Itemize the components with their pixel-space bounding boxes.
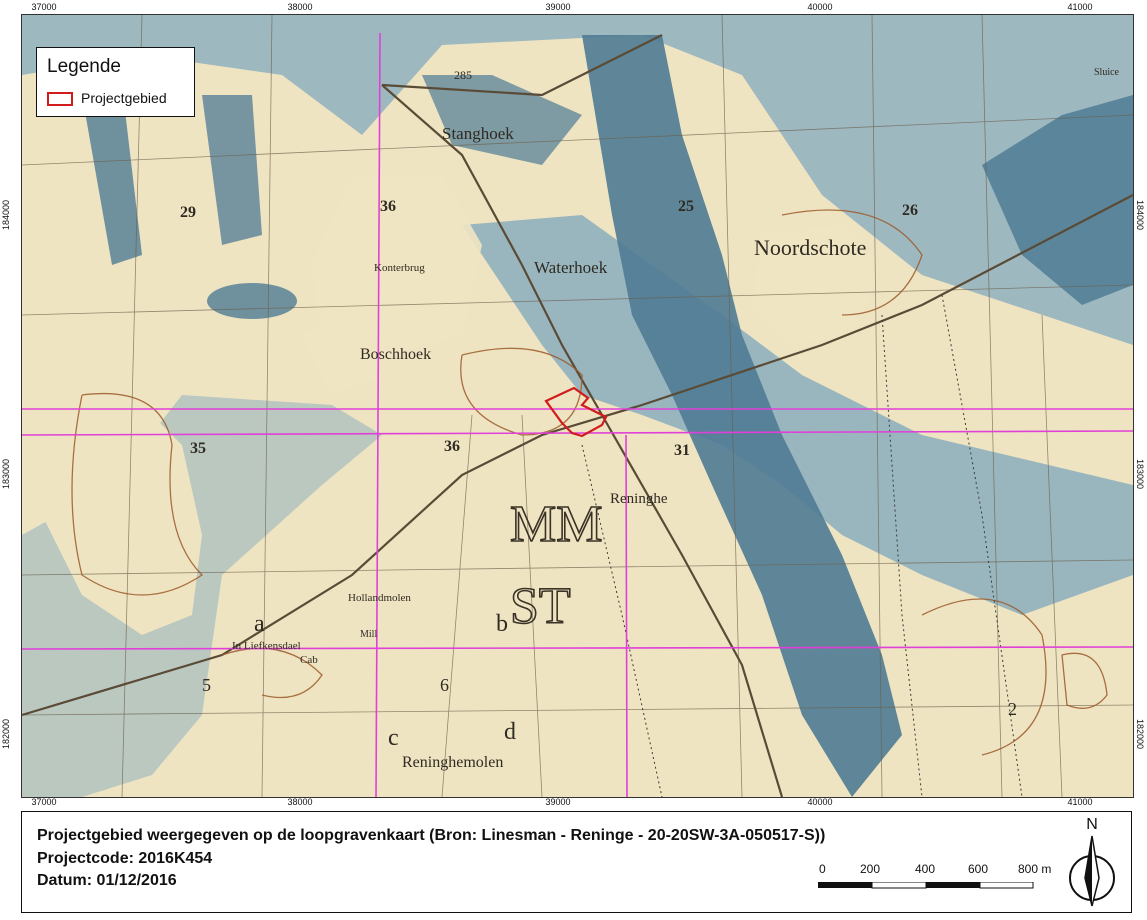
grid-line-h: [22, 646, 1133, 650]
place-label: Noordschote: [754, 235, 866, 260]
contour-lines: [71, 209, 1108, 756]
grid-number: 2: [1008, 699, 1017, 719]
bottom-tick: 38000: [287, 797, 313, 807]
grid-number: 5: [202, 675, 211, 695]
dotted-tracks: [581, 294, 1023, 797]
right-tick: 184000: [1135, 199, 1146, 231]
project-area-swatch: [47, 92, 73, 106]
top-tick: 41000: [1067, 2, 1093, 12]
north-arrow: N: [1064, 816, 1120, 910]
right-tick: 182000: [1135, 718, 1146, 750]
flood-channel-ne: [982, 95, 1133, 305]
bottom-tick: 37000: [31, 797, 57, 807]
top-tick: 37000: [31, 2, 57, 12]
flood-pool: [207, 283, 297, 319]
scalebar-label: 600: [968, 862, 989, 876]
grid-number: 25: [678, 198, 694, 215]
map-labels: Stanghoek Konterbrug Waterhoek Noordscho…: [180, 67, 1120, 771]
left-tick: 182000: [1, 718, 12, 750]
north-label: N: [1086, 816, 1098, 833]
north-arrow-icon: [1069, 835, 1115, 907]
bottom-tick: 41000: [1067, 797, 1093, 807]
place-label: Cab: [300, 654, 318, 666]
map-date: Datum: 01/12/2016: [37, 872, 177, 889]
grid-number: 31: [674, 442, 690, 459]
grid-number: 26: [902, 202, 918, 219]
scalebar-label: 800 m: [1018, 862, 1052, 876]
scalebar-segment: [871, 882, 927, 889]
grid-line-h: [22, 430, 1133, 436]
place-label: Mill: [360, 629, 377, 640]
left-tick: 184000: [1, 199, 12, 231]
flood-channel-north: [422, 75, 582, 165]
legend-item-label: Projectgebied: [81, 90, 167, 106]
scalebar-segment: [818, 882, 872, 888]
map-canvas[interactable]: Stanghoek Konterbrug Waterhoek Noordscho…: [21, 14, 1134, 798]
top-tick: 39000: [545, 2, 571, 12]
place-label: In Liefkensdael: [232, 640, 301, 652]
place-label: Sluice: [1094, 67, 1120, 78]
big-letter-label: ST: [510, 578, 571, 635]
big-letter-label: MM: [510, 496, 602, 553]
grid-number: 6: [440, 675, 449, 695]
flood-channel-nw2: [202, 95, 262, 245]
bottom-tick: 40000: [807, 797, 833, 807]
grid-number: 36: [444, 438, 460, 455]
scalebar-segment: [979, 882, 1034, 889]
flood-area-north: [22, 15, 1133, 345]
scalebar: [818, 882, 1034, 889]
grid-number: c: [388, 725, 399, 751]
grid-number: 29: [180, 204, 196, 221]
left-tick: 183000: [1, 458, 12, 490]
land-island: [302, 315, 382, 395]
scalebar-label: 400: [915, 862, 936, 876]
field-lines: [22, 15, 1133, 797]
flood-channel-main: [582, 35, 902, 797]
info-box: Projectgebied weergegeven op de loopgrav…: [21, 811, 1132, 913]
legend-box: Legende Projectgebied: [36, 47, 195, 117]
grid-line-v: [625, 434, 628, 797]
place-label: Stanghoek: [442, 124, 514, 143]
grid-number: 285: [454, 68, 472, 82]
grid-line-v: [375, 32, 381, 797]
land-island: [312, 175, 482, 355]
bottom-tick: 39000: [545, 797, 571, 807]
place-label: Waterhoek: [534, 258, 608, 277]
grid-number: a: [254, 611, 265, 637]
top-tick: 38000: [287, 2, 313, 12]
scalebar-label: 200: [860, 862, 881, 876]
right-tick: 183000: [1135, 458, 1146, 490]
grid-number: 36: [380, 198, 396, 215]
flood-area-east: [462, 215, 1133, 615]
grid-number: d: [504, 719, 516, 745]
km-grid: [22, 32, 1133, 797]
grid-number: 35: [190, 440, 206, 457]
place-label: Boschhoek: [360, 346, 431, 363]
project-area-outline[interactable]: [544, 386, 608, 438]
map-drawing: Stanghoek Konterbrug Waterhoek Noordscho…: [22, 15, 1133, 797]
scalebar-label: 0: [819, 862, 826, 876]
scalebar-segment: [926, 882, 980, 888]
place-label: Reninghe: [610, 491, 668, 507]
map-title: Projectgebied weergegeven op de loopgrav…: [37, 827, 826, 844]
place-label: Reninghemolen: [402, 754, 503, 771]
top-tick: 40000: [807, 2, 833, 12]
legend-title: Legende: [47, 56, 121, 77]
flood-channel-nw: [82, 85, 142, 265]
place-label: Konterbrug: [374, 262, 425, 274]
grid-number: b: [496, 611, 508, 637]
place-label: Hollandmolen: [348, 592, 411, 604]
project-code: Projectcode: 2016K454: [37, 850, 213, 867]
